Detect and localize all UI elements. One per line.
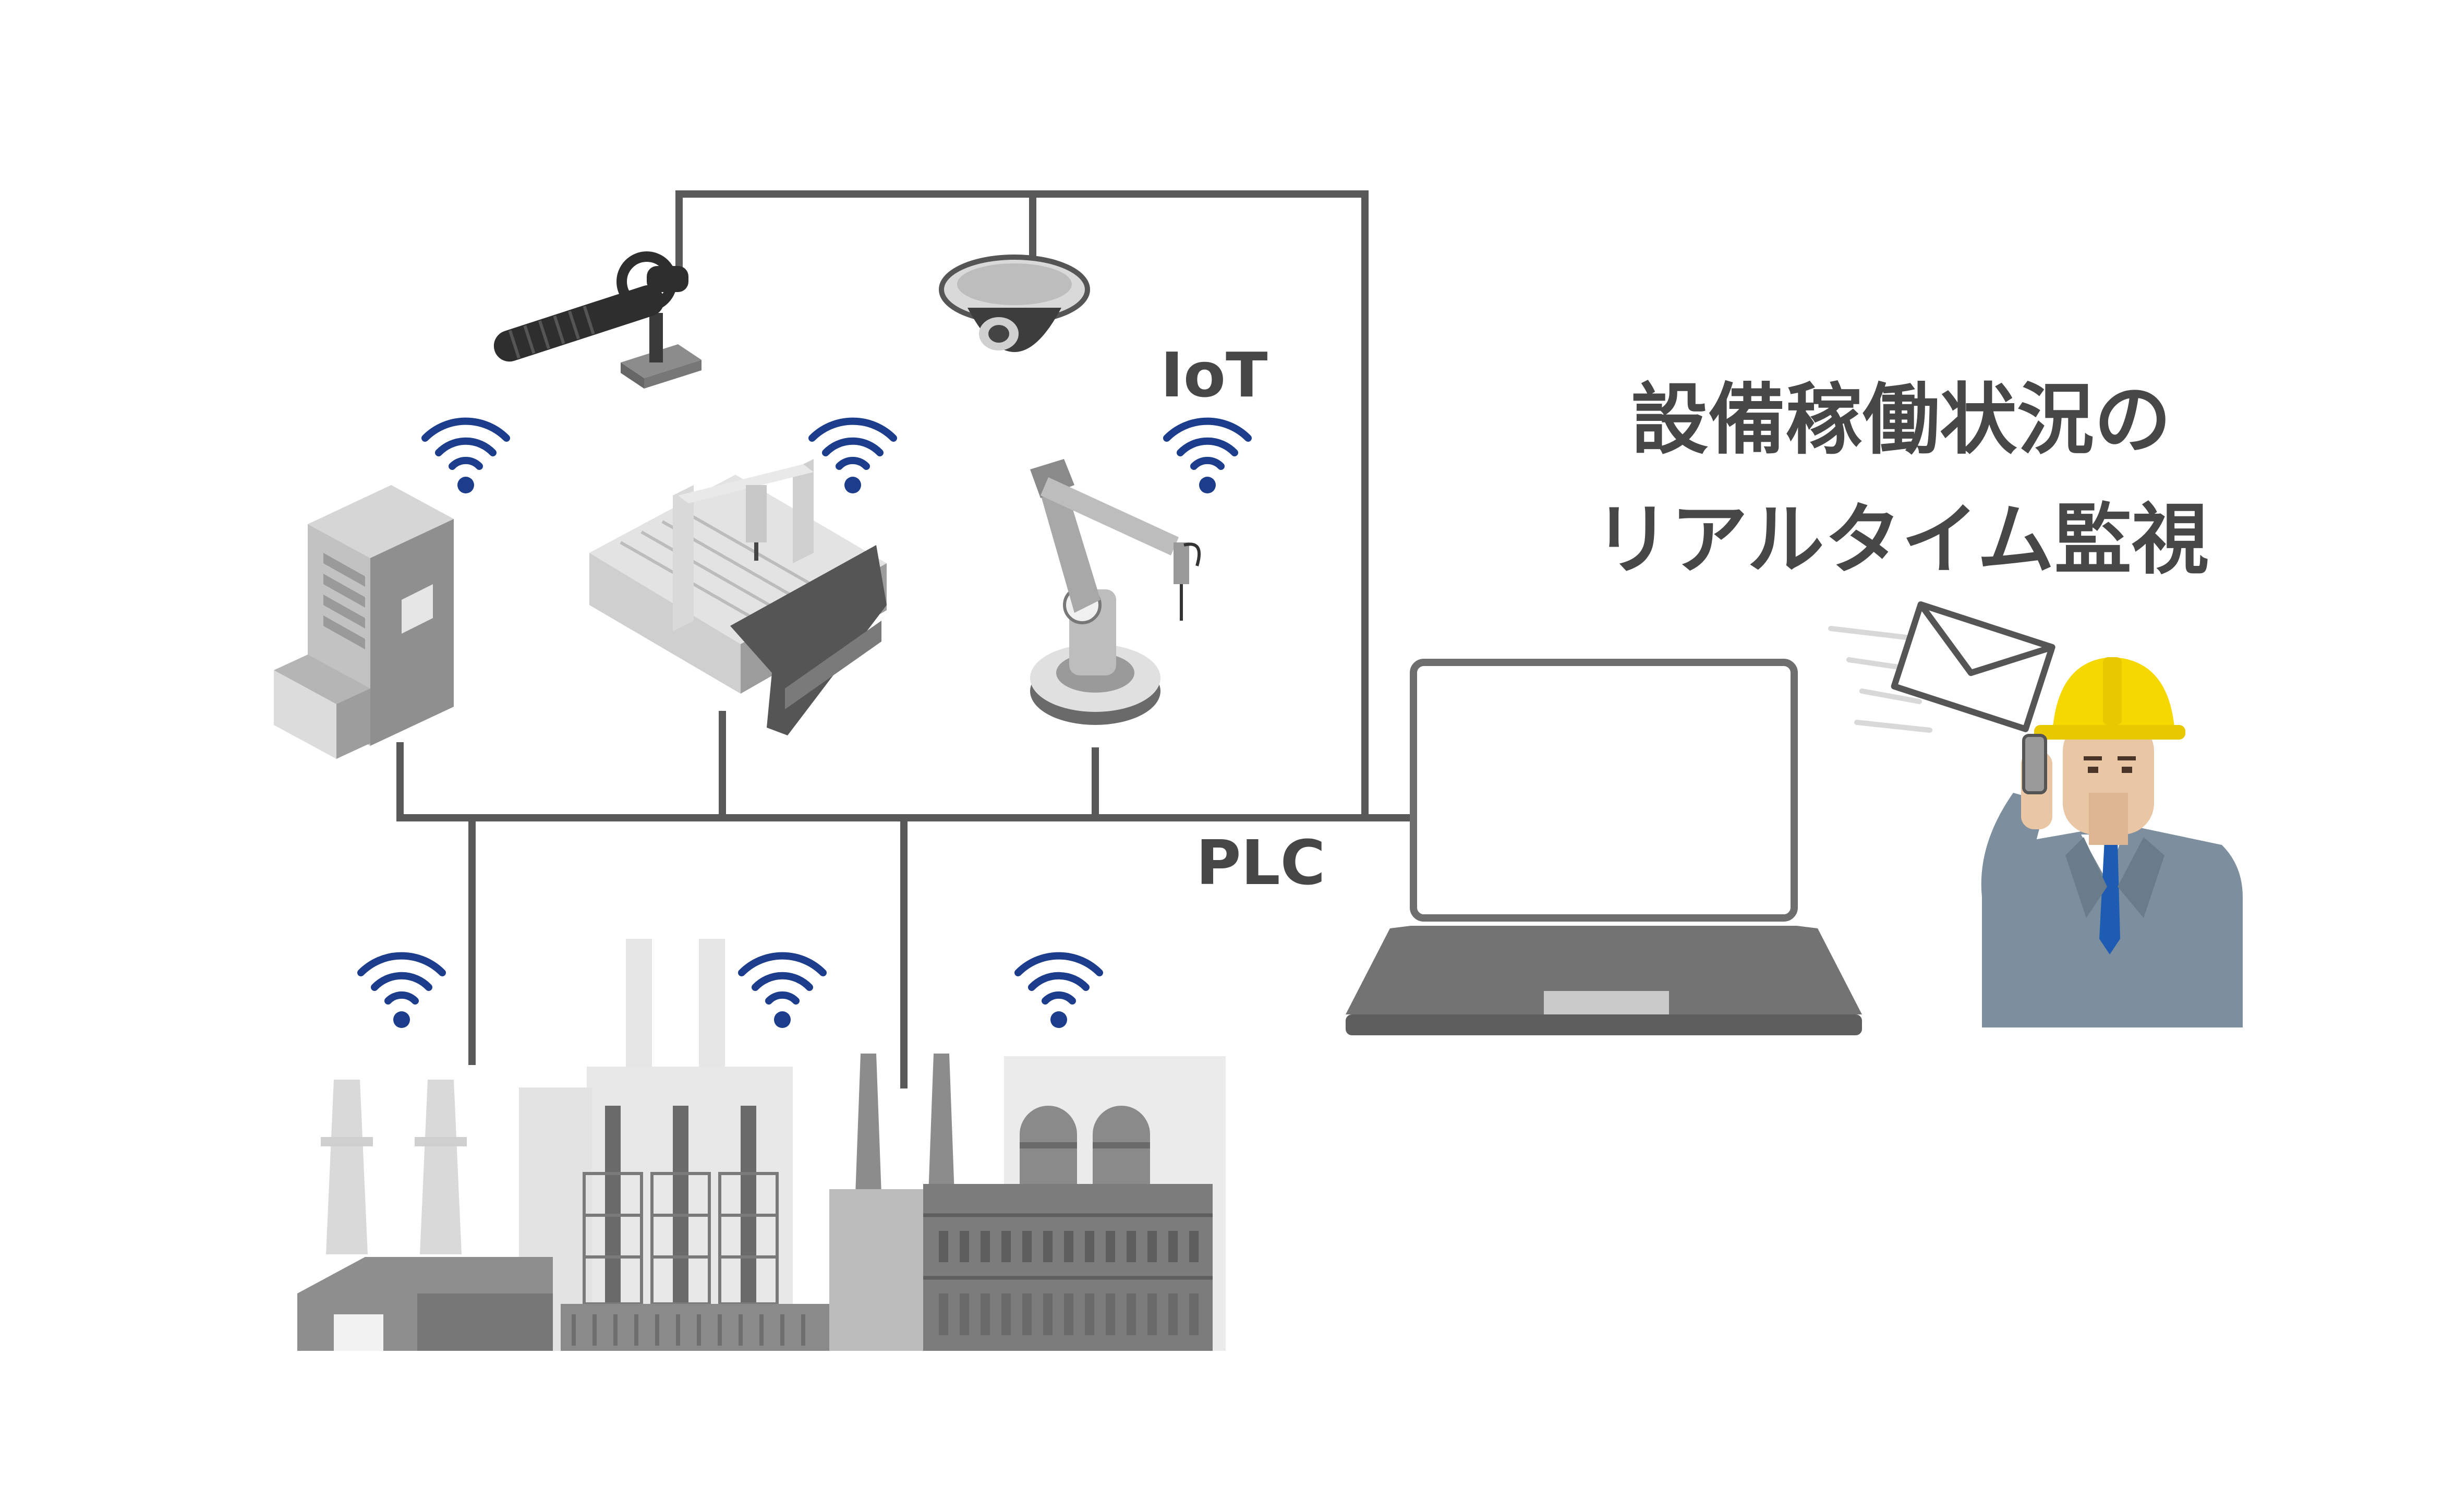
camera-icon xyxy=(939,255,1090,352)
wifi-icon xyxy=(742,956,823,1028)
wifi-icon xyxy=(425,421,506,493)
worker-avatar xyxy=(1981,657,2243,1027)
sensor-probe-icon xyxy=(493,251,702,389)
iot-label: IoT xyxy=(1160,339,1268,411)
factory-skyline xyxy=(297,939,1226,1351)
headline-line-2: リアルタイム監視 xyxy=(1593,495,2209,585)
wifi-icon xyxy=(361,956,442,1028)
wifi-icon xyxy=(1167,421,1248,493)
conveyor-machine-icon xyxy=(589,459,887,735)
wifi-icon xyxy=(1018,956,1099,1028)
plc-label: PLC xyxy=(1196,827,1326,899)
envelope-icon xyxy=(1828,601,2055,733)
wifi-icon xyxy=(812,421,893,493)
upper-iot-wire xyxy=(675,190,1369,821)
robot-arm-icon xyxy=(1030,459,1201,725)
headline: 設備稼働状況の リアルタイム監視 xyxy=(1565,360,2238,600)
laptop-icon xyxy=(1346,659,1862,1035)
headline-line-1: 設備稼働状況の xyxy=(1631,375,2171,465)
server-cabinet-icon xyxy=(274,485,454,759)
network-wires xyxy=(396,190,1422,1088)
